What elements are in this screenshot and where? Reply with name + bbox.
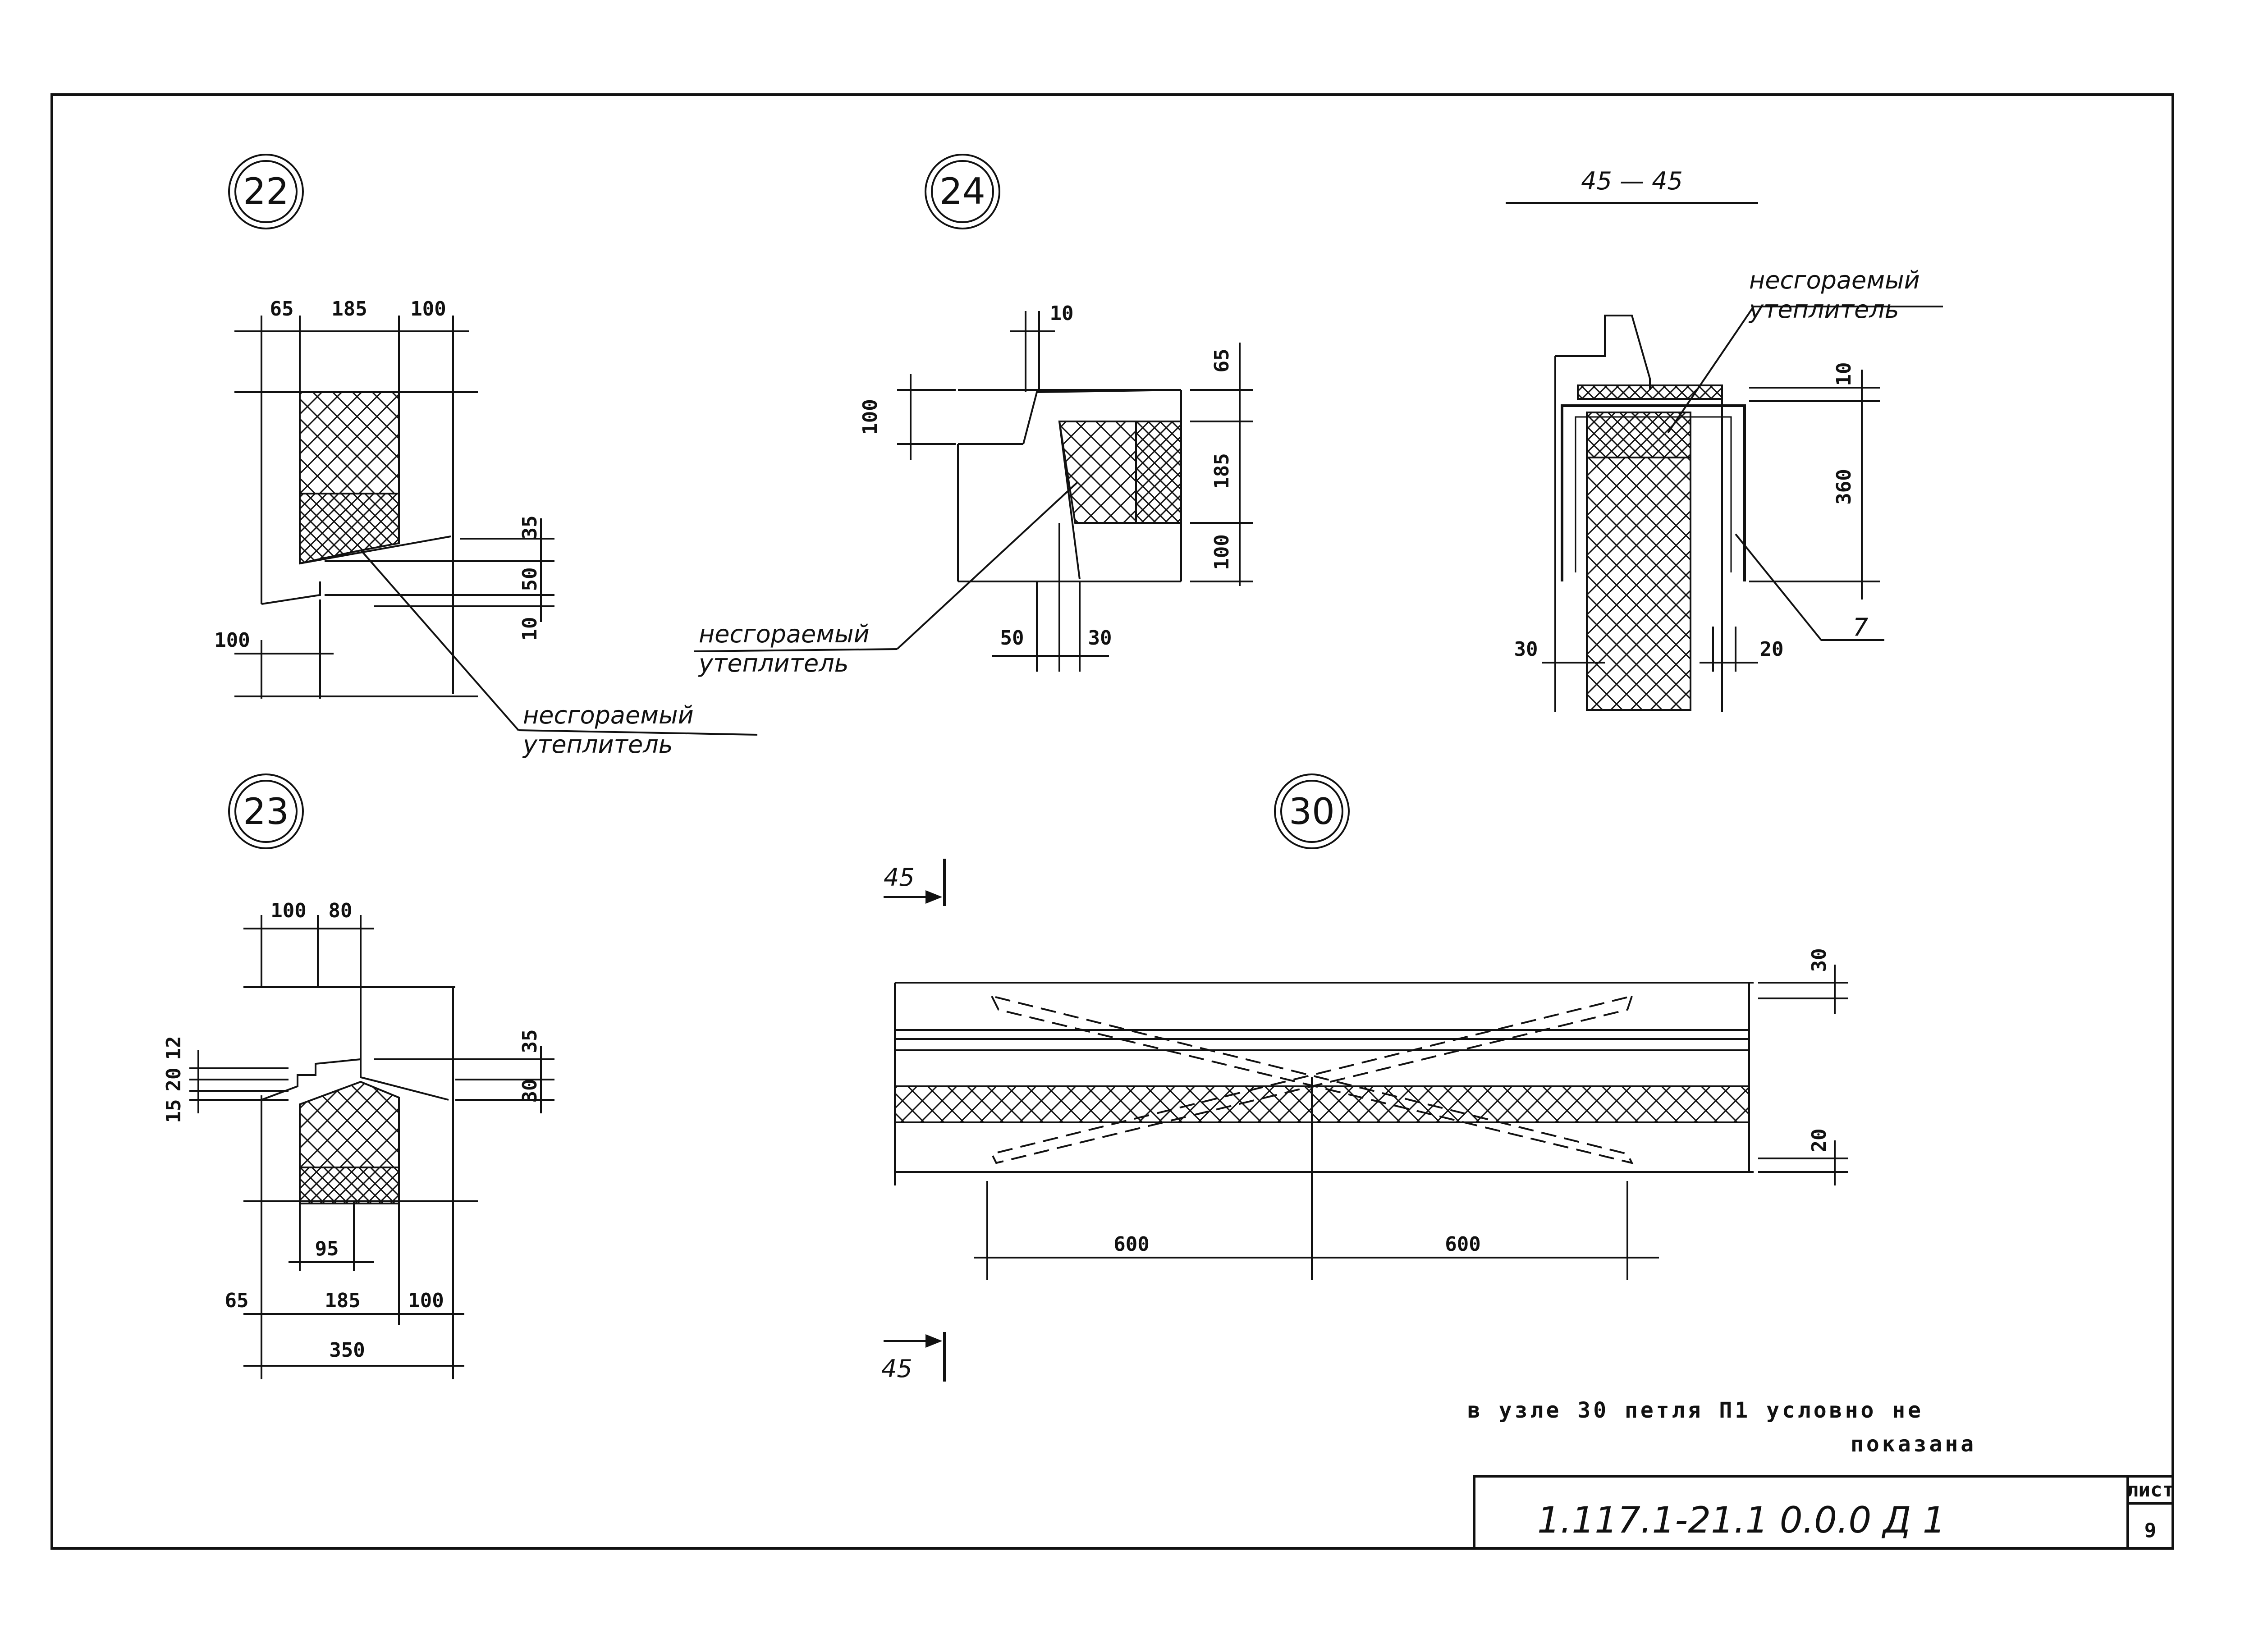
detail-30-number: 30: [1289, 791, 1335, 833]
detail-24-number: 24: [939, 170, 985, 212]
detail-22: [228, 154, 758, 736]
section-mark-bottom: 45: [881, 1355, 912, 1383]
dim-23-bottom-3: 100: [408, 1289, 444, 1312]
dim-23-left-3: 15: [162, 1099, 185, 1123]
section-45-label-line1: несгораемый: [1749, 266, 1920, 294]
dim-24-bottom-1: 50: [1000, 627, 1024, 650]
dim-23-top-1: 100: [270, 899, 306, 922]
section-45-45: [1506, 202, 1943, 712]
dim-24-left: 100: [859, 399, 882, 435]
dim-45-bottom-1: 30: [1514, 638, 1538, 661]
sheet-label: лист: [2126, 1478, 2174, 1501]
dim-24-right-1: 65: [1210, 349, 1233, 373]
detail-23-number: 23: [243, 791, 289, 833]
dim-22-top-1: 65: [270, 297, 294, 320]
detail-24-labels: 24 10 100 65 185 100 50 30 несгораемый у…: [698, 170, 1233, 677]
dim-45-right-1: 10: [1833, 362, 1855, 386]
detail-24-label-line1: несгораемый: [699, 620, 870, 648]
dim-23-left-2: 20: [162, 1068, 185, 1092]
note: в узле 30 петля П1 условно не показана: [1467, 1398, 1976, 1457]
dim-23-total: 350: [329, 1339, 365, 1362]
detail-23: [189, 773, 554, 1379]
dim-30-bottom-1: 600: [1113, 1233, 1149, 1256]
dim-22-right-2: 50: [518, 567, 541, 591]
dim-22-top-2: 185: [331, 297, 367, 320]
section-45-label-line2: утеплитель: [1748, 295, 1899, 324]
detail-30: [884, 773, 1848, 1382]
detail-24: [694, 154, 1253, 672]
note-line2: показана: [1851, 1432, 1976, 1457]
detail-30-labels: 30 45 45 30 20 600 600: [881, 791, 1831, 1383]
detail-22-labels: 22 65 185 100 35 50 10 100 несгораемый у…: [214, 170, 693, 759]
dim-30-bottom-2: 600: [1445, 1233, 1480, 1256]
dim-23-left-1: 12: [162, 1036, 185, 1060]
dim-24-top: 10: [1050, 302, 1074, 325]
dim-23-right-1: 35: [518, 1030, 541, 1053]
dim-45-bottom-2: 20: [1760, 638, 1784, 661]
section-45-callout-7: 7: [1853, 613, 1868, 641]
dim-24-right-2: 185: [1210, 453, 1233, 489]
detail-22-label-line1: несгораемый: [523, 701, 694, 729]
document-designation: 1.117.1-21.1 0.0.0 Д 1: [1537, 1499, 1946, 1541]
dim-23-top-2: 80: [329, 899, 353, 922]
detail-22-number: 22: [243, 170, 289, 212]
detail-23-marker: [228, 773, 304, 849]
note-line1: в узле 30 петля П1 условно не: [1467, 1398, 1924, 1423]
dim-23-bottom-1: 65: [225, 1289, 249, 1312]
dim-24-bottom-2: 30: [1088, 627, 1112, 650]
dim-22-left: 100: [214, 629, 250, 652]
dim-22-top-3: 100: [410, 297, 446, 320]
detail-24-marker: [925, 154, 1000, 229]
dim-30-right-1: 30: [1808, 948, 1831, 972]
dim-23-inner: 95: [315, 1237, 339, 1260]
dim-23-bottom-2: 185: [325, 1289, 360, 1312]
detail-23-labels: 23 100 80 12 20 15 35 30 95 65 185 100 3…: [162, 791, 541, 1362]
detail-30-marker: [1274, 773, 1350, 849]
title-block-text: 1.117.1-21.1 0.0.0 Д 1 лист 9: [1537, 1478, 2174, 1542]
dim-24-right-3: 100: [1210, 534, 1233, 570]
title-block: [1473, 1475, 2174, 1550]
sheet-number: 9: [2144, 1519, 2157, 1542]
dim-22-right-3: 10: [518, 617, 541, 641]
dim-30-right-2: 20: [1808, 1129, 1831, 1153]
detail-22-label-line2: утеплитель: [522, 730, 673, 759]
section-45-45-labels: 45 — 45 несгораемый утеплитель 10 360 30…: [1514, 167, 1920, 661]
detail-24-label-line2: утеплитель: [698, 649, 849, 677]
dim-45-right-2: 360: [1833, 469, 1855, 504]
dim-23-right-2: 30: [518, 1079, 541, 1103]
sheet-frame: [50, 93, 2174, 1550]
section-45-title: 45 — 45: [1581, 167, 1683, 195]
section-mark-top: 45: [884, 863, 915, 892]
detail-22-marker: [228, 154, 304, 229]
dim-22-right-1: 35: [518, 516, 541, 540]
